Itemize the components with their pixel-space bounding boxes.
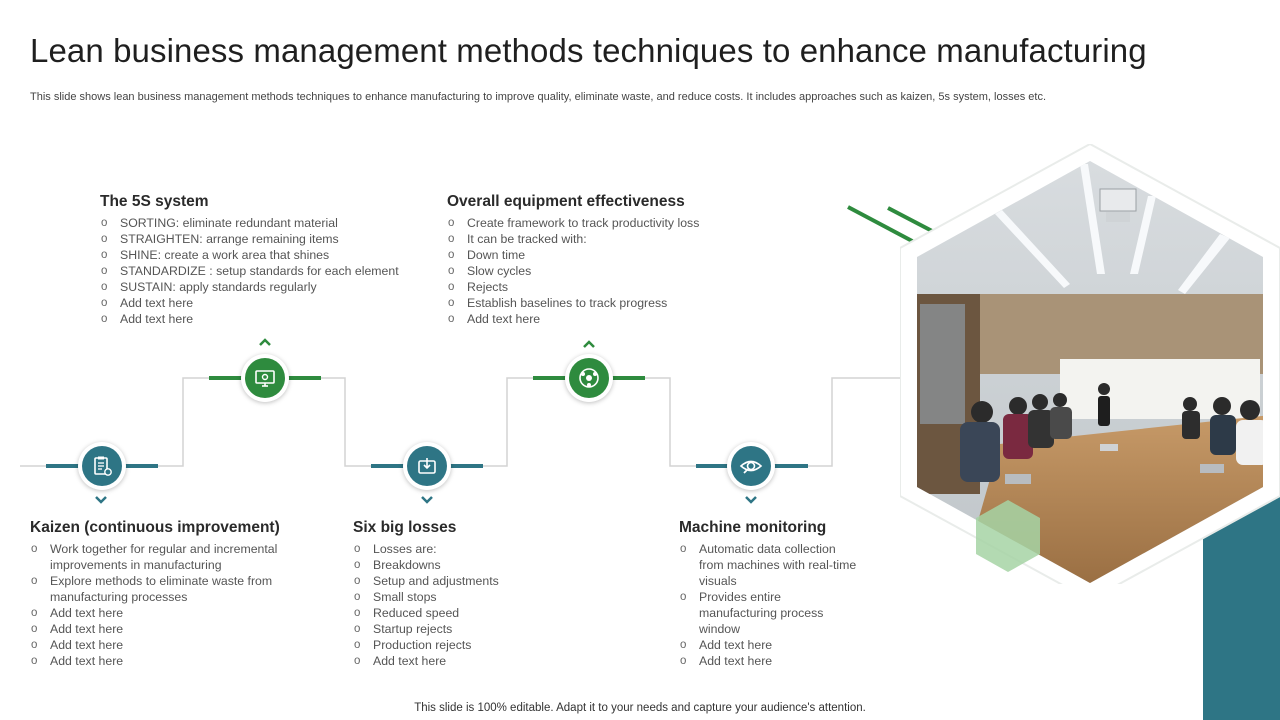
oee-heading: Overall equipment effectiveness	[447, 193, 685, 210]
list-item: Down time	[447, 247, 767, 263]
slide-footer: This slide is 100% editable. Adapt it to…	[414, 702, 866, 714]
losses-heading: Six big losses	[353, 519, 457, 536]
list-item: SORTING: eliminate redundant material	[100, 215, 440, 231]
monitoring-down-chevron-icon	[745, 496, 757, 504]
team-target-icon	[569, 358, 609, 398]
oee-block: Overall equipment effectiveness Create f…	[447, 193, 767, 327]
monitor-gear-icon	[245, 358, 285, 398]
list-item: Add text here	[100, 311, 440, 327]
list-item: Add text here	[30, 605, 305, 621]
list-item: Breakdowns	[353, 557, 573, 573]
clipboard-gear-icon	[82, 446, 122, 486]
losses-block: Six big losses Losses are: Breakdowns Se…	[353, 519, 573, 669]
light-green-hex	[976, 500, 1040, 572]
losses-list: Losses are: Breakdowns Setup and adjustm…	[353, 541, 573, 669]
monitoring-block: Machine monitoring Automatic data collec…	[679, 519, 859, 669]
list-item: Add text here	[30, 637, 305, 653]
list-item: Startup rejects	[353, 621, 573, 637]
list-item: STRAIGHTEN: arrange remaining items	[100, 231, 440, 247]
list-item: Provides entire manufacturing process wi…	[679, 589, 859, 637]
oee-up-chevron-icon	[583, 340, 595, 348]
eye-magnifier-icon	[731, 446, 771, 486]
list-item: Add text here	[679, 637, 859, 653]
meeting-room-photo	[900, 144, 1280, 584]
monitoring-list: Automatic data collection from machines …	[679, 541, 859, 669]
list-item: Slow cycles	[447, 263, 767, 279]
list-item: Explore methods to eliminate waste from …	[30, 573, 305, 605]
list-item: Production rejects	[353, 637, 573, 653]
monitoring-node	[727, 442, 775, 490]
list-item: Setup and adjustments	[353, 573, 573, 589]
decor-line-2	[887, 206, 935, 234]
oee-list: Create framework to track productivity l…	[447, 215, 767, 327]
oee-node	[565, 354, 613, 402]
download-box-icon	[407, 446, 447, 486]
five-s-list: SORTING: eliminate redundant material ST…	[100, 215, 440, 327]
slide-subtitle: This slide shows lean business managemen…	[30, 91, 1047, 103]
five-s-heading: The 5S system	[100, 193, 209, 210]
monitoring-heading: Machine monitoring	[679, 519, 827, 536]
list-item: Work together for regular and incrementa…	[30, 541, 305, 573]
list-item: Small stops	[353, 589, 573, 605]
list-item: Add text here	[353, 653, 573, 669]
list-item: It can be tracked with:	[447, 231, 767, 247]
slide-title: Lean business management methods techniq…	[30, 32, 1147, 69]
list-item: STANDARDIZE : setup standards for each e…	[100, 263, 440, 279]
kaizen-block: Kaizen (continuous improvement) Work tog…	[30, 519, 305, 669]
list-item: Reduced speed	[353, 605, 573, 621]
five-s-block: The 5S system SORTING: eliminate redunda…	[100, 193, 440, 327]
list-item: Add text here	[100, 295, 440, 311]
kaizen-heading: Kaizen (continuous improvement)	[30, 519, 280, 536]
list-item: Add text here	[447, 311, 767, 327]
list-item: Automatic data collection from machines …	[679, 541, 859, 589]
five-s-up-chevron-icon	[259, 338, 271, 346]
list-item: Create framework to track productivity l…	[447, 215, 767, 231]
list-item: Add text here	[30, 653, 305, 669]
losses-node	[403, 442, 451, 490]
decor-line-1	[847, 205, 915, 244]
list-item: SUSTAIN: apply standards regularly	[100, 279, 440, 295]
list-item: Add text here	[30, 621, 305, 637]
kaizen-node	[78, 442, 126, 490]
list-item: Losses are:	[353, 541, 573, 557]
losses-down-chevron-icon	[421, 496, 433, 504]
kaizen-down-chevron-icon	[95, 496, 107, 504]
list-item: Rejects	[447, 279, 767, 295]
five-s-node	[241, 354, 289, 402]
kaizen-list: Work together for regular and incrementa…	[30, 541, 305, 669]
list-item: Add text here	[679, 653, 859, 669]
list-item: SHINE: create a work area that shines	[100, 247, 440, 263]
list-item: Establish baselines to track progress	[447, 295, 767, 311]
